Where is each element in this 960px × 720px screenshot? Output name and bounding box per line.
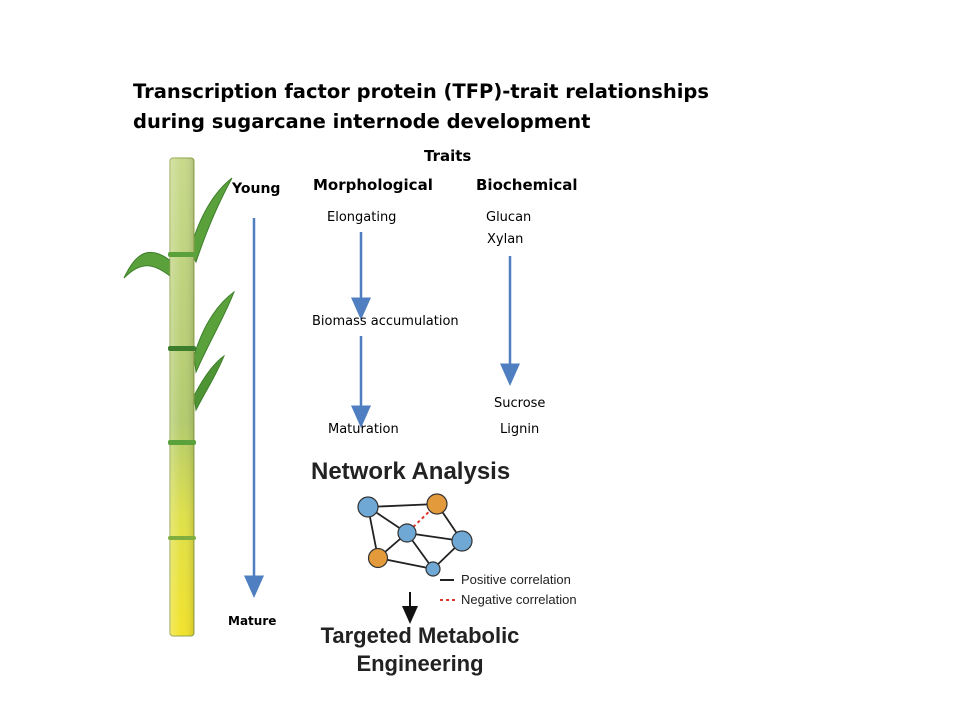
- leaf-icon: [193, 354, 226, 412]
- figure-title: Transcription factor protein (TFP)-trait…: [133, 77, 709, 137]
- trait-xylan: Xylan: [487, 232, 524, 247]
- trait-glucan: Glucan: [486, 210, 532, 225]
- outcome-line-2: Engineering: [356, 651, 484, 676]
- biochemical-header: Biochemical: [476, 176, 578, 194]
- morphological-header: Morphological: [313, 176, 433, 194]
- title-line-2: during sugarcane internode development: [133, 110, 591, 133]
- stage-biomass-accumulation: Biomass accumulation: [312, 314, 459, 329]
- targeted-metabolic-engineering: Targeted Metabolic Engineering: [300, 622, 540, 678]
- leaf-icon: [123, 251, 173, 279]
- sugarcane-stalk-illustration: [123, 157, 236, 637]
- title-line-1: Transcription factor protein (TFP)-trait…: [133, 80, 709, 103]
- mature-label: Mature: [228, 614, 277, 628]
- legend-negative-label: Negative correlation: [461, 592, 577, 607]
- stage-elongating: Elongating: [327, 210, 397, 225]
- trait-lignin: Lignin: [500, 422, 540, 437]
- leaf-icon: [193, 290, 236, 374]
- stage-maturation: Maturation: [328, 422, 399, 437]
- network-graph-icon: [357, 493, 473, 577]
- leaf-icon: [189, 177, 233, 264]
- traits-header: Traits: [424, 147, 472, 165]
- trait-sucrose: Sucrose: [494, 396, 546, 411]
- young-label: Young: [232, 181, 281, 197]
- network-analysis-title: Network Analysis: [311, 458, 511, 485]
- outcome-line-1: Targeted Metabolic: [320, 623, 520, 648]
- legend-positive-label: Positive correlation: [461, 572, 571, 587]
